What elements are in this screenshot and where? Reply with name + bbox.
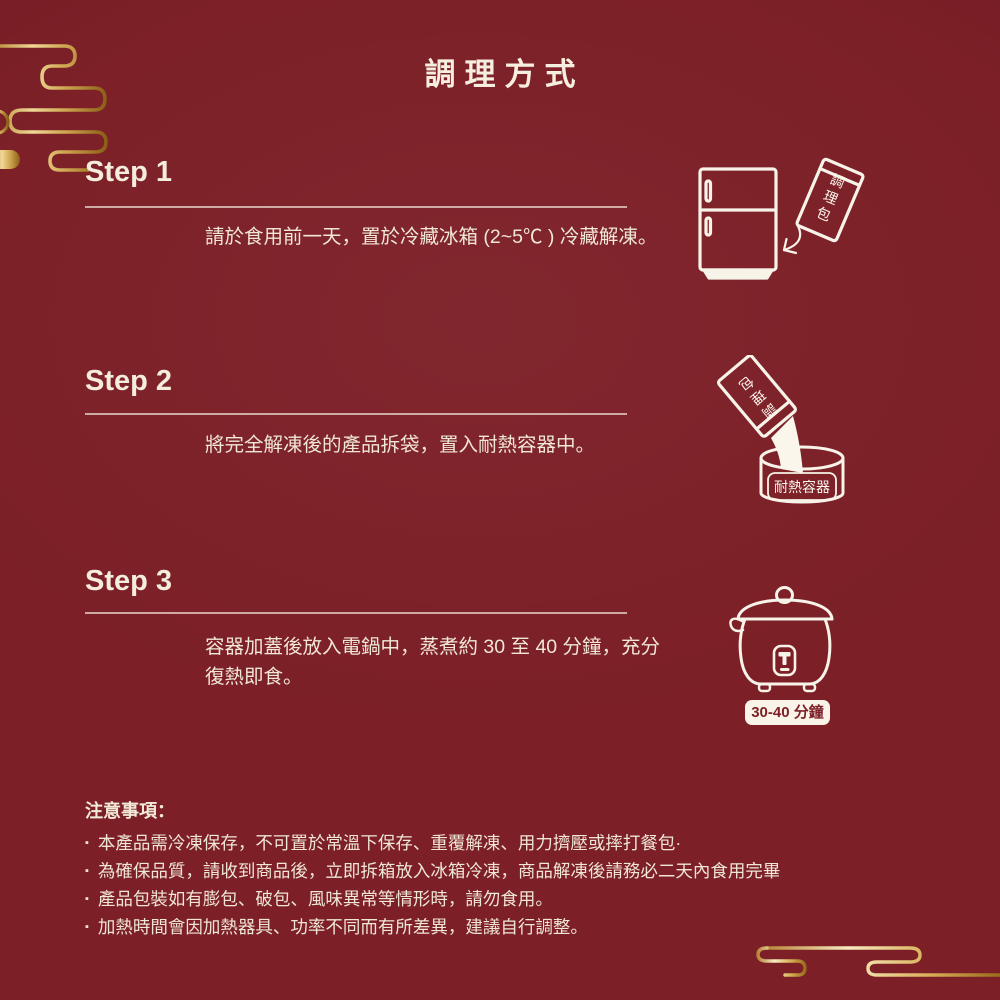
step-2-divider <box>85 413 627 415</box>
square-bullet-icon: ▪ <box>85 921 89 933</box>
step-2-label: Step 2 <box>85 365 173 397</box>
note-item: ▪ 加熱時間會因加熱器具、功率不同而有所差異，建議自行調整。 <box>85 916 970 938</box>
fridge-illustration <box>698 157 865 280</box>
notes-section: 注意事項： ▪ 本產品需冷凍保存，不可置於常溫下保存、重覆解凍、用力擠壓或摔打餐… <box>85 797 970 944</box>
step-1-description: 請於食用前一天，置於冷藏冰箱 (2~5℃ ) 冷藏解凍。 <box>205 226 658 248</box>
container-label: 耐熱容器 <box>774 479 830 495</box>
cloud-circle <box>0 109 10 135</box>
cooker-switch-t-mark <box>778 652 791 671</box>
note-item: ▪ 為確保品質，請收到商品後，立即拆箱放入冰箱冷凍，商品解凍後請務必二天內食用完… <box>85 860 970 882</box>
rice-cooker-illustration <box>729 586 834 693</box>
pouring-illustration <box>717 355 845 504</box>
note-text: 加熱時間會因加熱器具、功率不同而有所差異，建議自行調整。 <box>97 917 588 937</box>
step-2-description: 將完全解凍後的產品拆袋，置入耐熱容器中。 <box>205 434 596 456</box>
meal-pack-icon <box>795 157 865 243</box>
gold-cloud-decoration-bottom-right <box>756 946 1000 977</box>
square-bullet-icon: ▪ <box>85 865 89 877</box>
note-text: 為確保品質，請收到商品後，立即拆箱放入冰箱冷凍，商品解凍後請務必二天內食用完畢 <box>97 861 781 881</box>
step-3-divider <box>85 612 627 614</box>
square-bullet-icon: ▪ <box>85 893 89 905</box>
cloud-meander-line <box>0 44 108 172</box>
rice-cooker-icon <box>729 586 834 693</box>
cloud-meander-line <box>765 946 1000 977</box>
curved-arrow-icon <box>782 224 802 255</box>
step-1-label: Step 1 <box>85 156 173 188</box>
container-label-box <box>767 472 837 501</box>
note-item: ▪ 本產品需冷凍保存，不可置於常溫下保存、重覆解凍、用力擠壓或摔打餐包· <box>85 832 970 854</box>
note-text: 本產品需冷凍保存，不可置於常溫下保存、重覆解凍、用力擠壓或摔打餐包· <box>97 833 682 853</box>
step-3-label: Step 3 <box>85 565 173 597</box>
cooker-switch <box>772 644 797 677</box>
cloud-curl-line <box>756 946 807 977</box>
step-3-description: 容器加蓋後放入電鍋中，蒸煮約 30 至 40 分鐘，充分復熱即食。 <box>205 636 661 688</box>
note-text: 產品包裝如有膨包、破包、風味異常等情形時，請勿食用。 <box>97 889 553 909</box>
cooking-time-badge: 30-40 分鐘 <box>745 700 830 725</box>
cloud-pill <box>0 150 20 169</box>
pouring-food-stream <box>771 416 803 473</box>
gold-cloud-decoration-top-left <box>0 44 108 193</box>
note-item: ▪ 產品包裝如有膨包、破包、風味異常等情形時，請勿食用。 <box>85 888 970 910</box>
page-title: 調理方式 <box>424 57 585 92</box>
step-1-divider <box>85 206 627 208</box>
square-bullet-icon: ▪ <box>85 837 89 849</box>
fridge-icon <box>698 167 778 280</box>
notes-heading: 注意事項： <box>85 801 175 821</box>
meal-pack-icon <box>717 355 797 438</box>
